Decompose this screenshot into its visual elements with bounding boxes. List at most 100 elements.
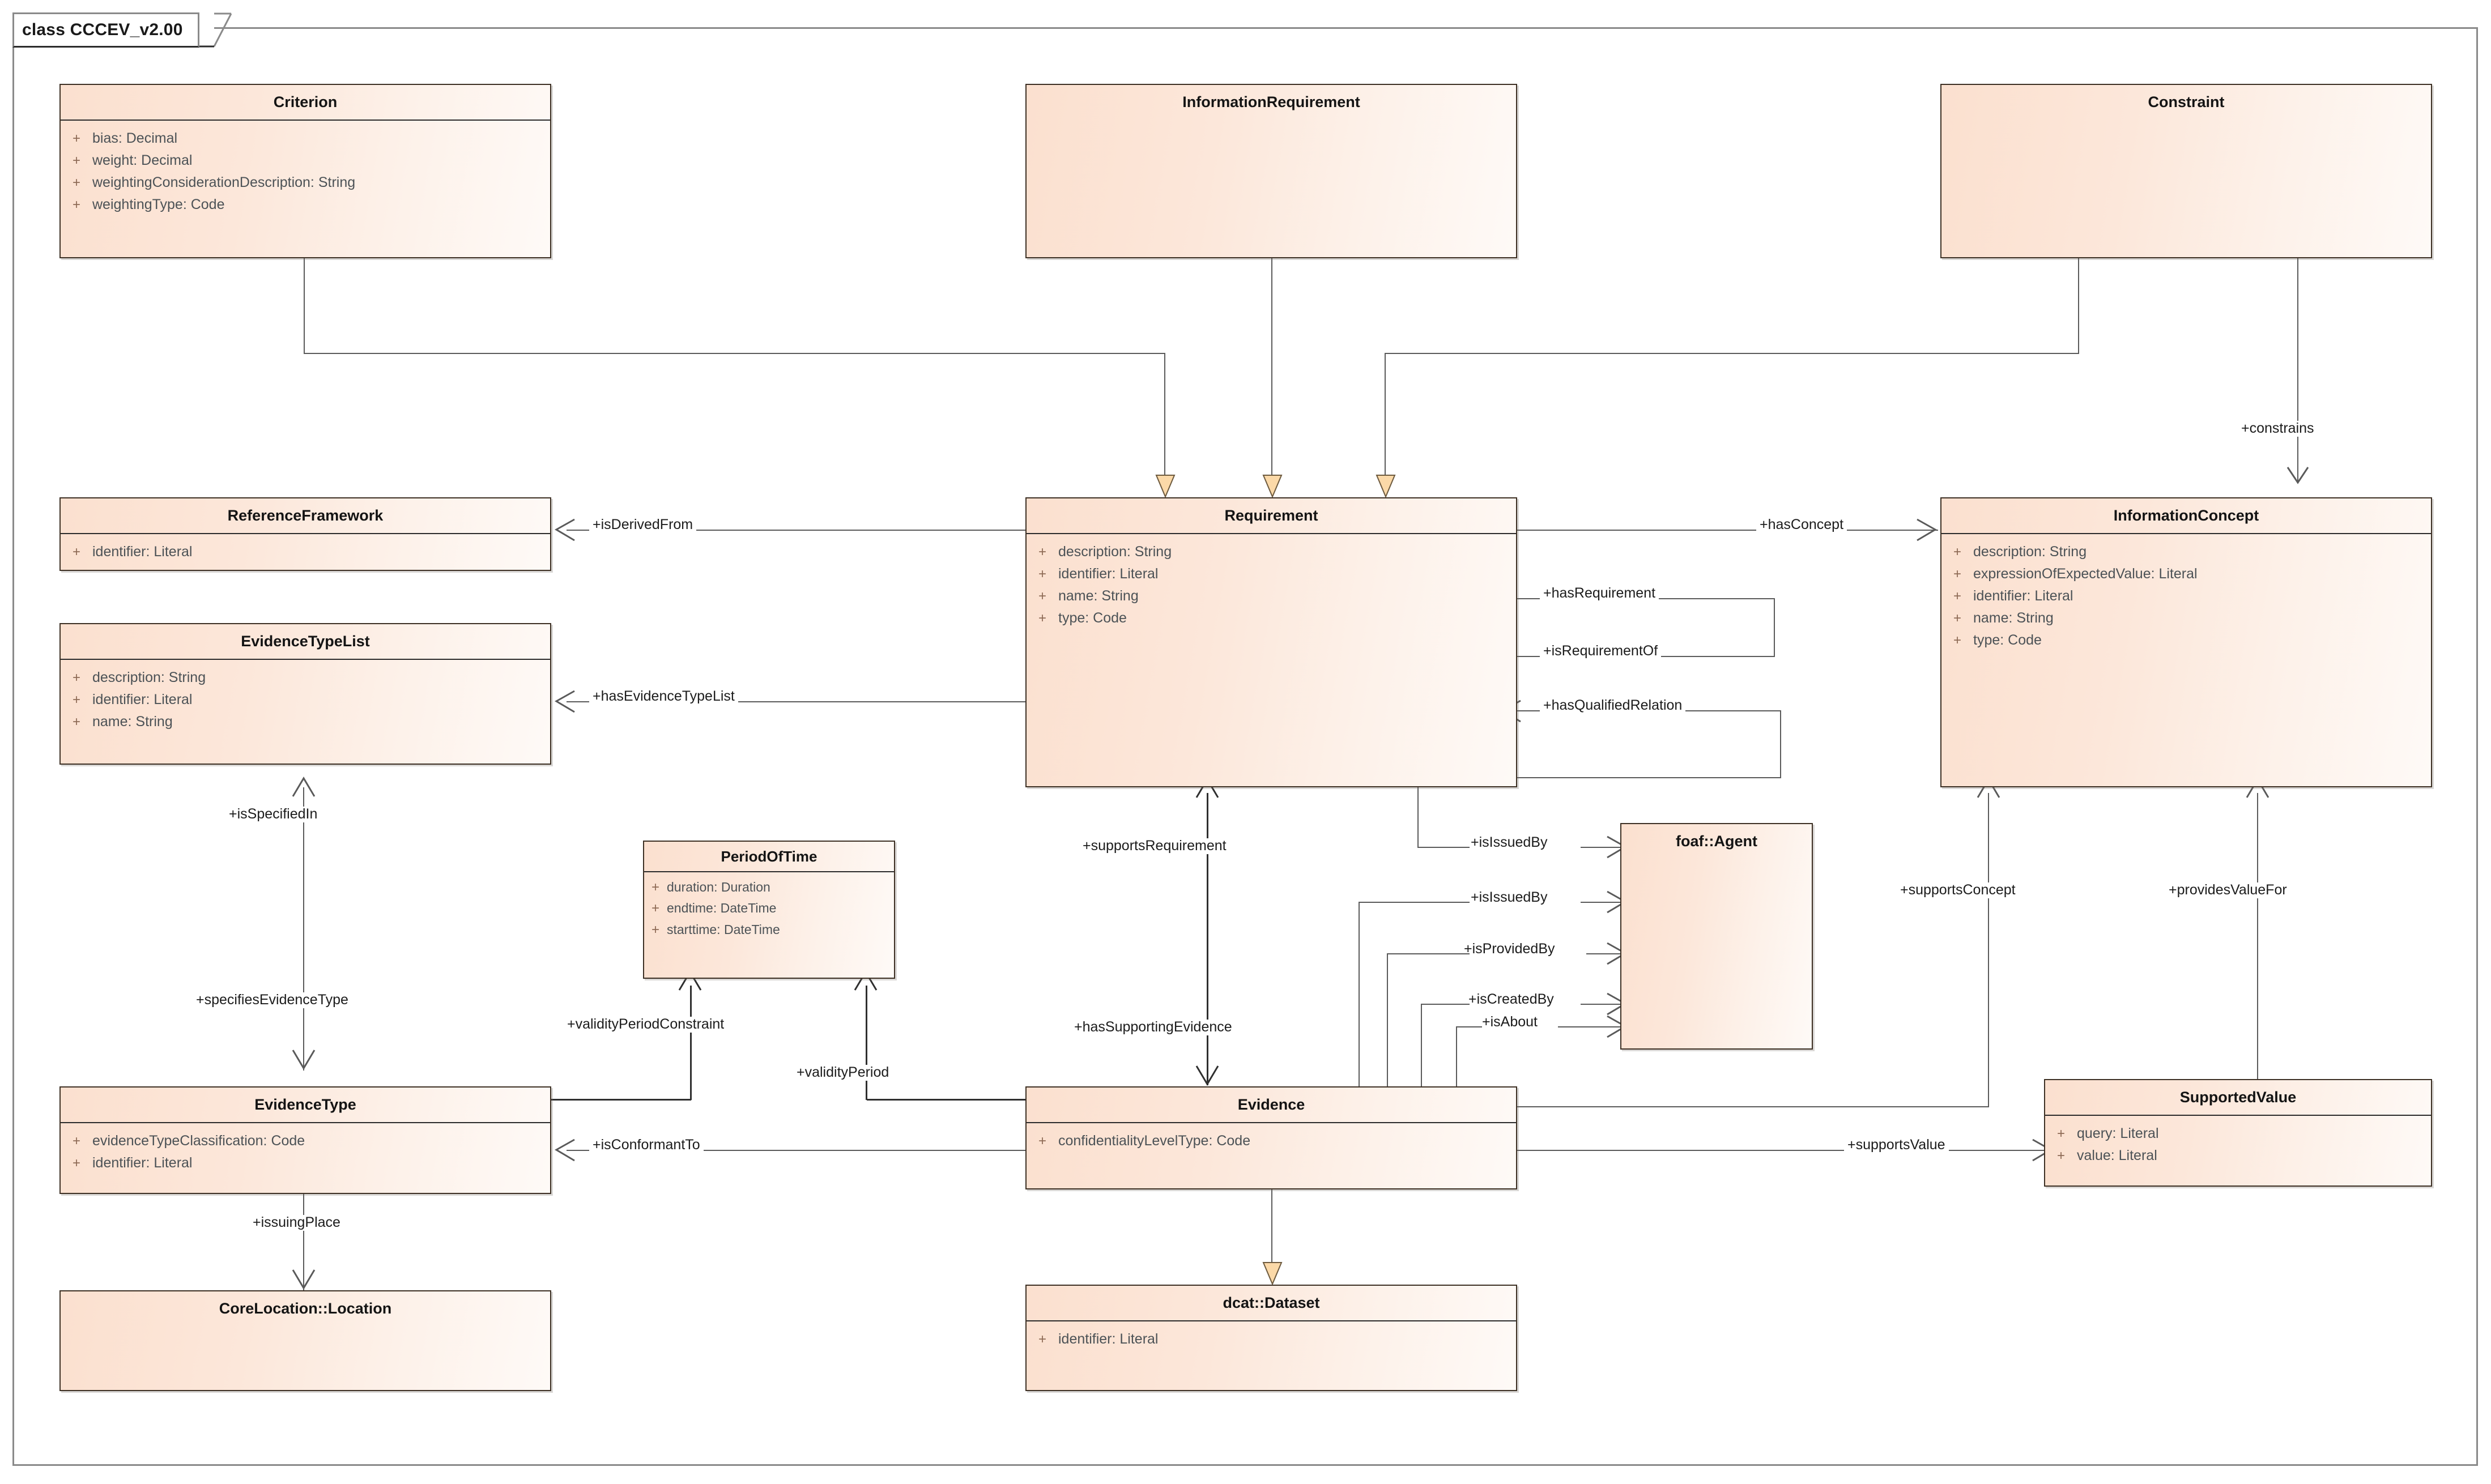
attribute-visibility: + [1953, 588, 1961, 604]
class-box-core-location[interactable]: CoreLocation::Location [59, 1290, 551, 1391]
attribute-row: +description: String [61, 667, 550, 689]
edge-is-provided-by-h2 [1586, 953, 1620, 954]
generalization-arrow-dcat-dataset [1262, 1262, 1283, 1285]
attribute-row: + name: String [61, 711, 550, 733]
class-box-evidence-type[interactable]: EvidenceType +evidenceTypeClassification… [59, 1086, 551, 1194]
attribute-signature: identifier: Literal [92, 1154, 193, 1171]
attribute-visibility: + [1953, 610, 1961, 626]
edge-validity-period-v [866, 986, 867, 1100]
arrowhead-issuing-place [291, 1269, 316, 1290]
arrowhead-constrains [2286, 466, 2310, 485]
class-box-criterion[interactable]: Criterion +bias: Decimal +weight: Decima… [59, 84, 551, 258]
attribute-signature: identifier: Literal [1973, 587, 2073, 604]
class-box-supported-value[interactable]: SupportedValue +query: Literal +value: L… [2044, 1079, 2432, 1187]
arrowhead-is-conformant-to [554, 1138, 576, 1163]
attribute-visibility: + [1038, 544, 1046, 560]
class-box-evidence[interactable]: Evidence +confidentialityLevelType: Code [1025, 1086, 1517, 1189]
class-title-information-requirement: InformationRequirement [1182, 93, 1360, 110]
attribute-signature: identifier: Literal [1058, 1331, 1159, 1347]
edge-is-issued-by-2-h2 [1581, 902, 1620, 903]
attribute-row: +description: String [1941, 541, 2431, 563]
attribute-row: +confidentialityLevelType: Code [1027, 1130, 1516, 1152]
attribute-visibility: + [2056, 1148, 2065, 1163]
edge-is-specified-in [303, 787, 304, 1071]
edge-is-provided-by-v [1387, 953, 1388, 1100]
attribute-signature: weight: Decimal [92, 152, 193, 168]
class-box-requirement[interactable]: Requirement +description: String +identi… [1025, 497, 1517, 787]
class-box-evidence-type-list[interactable]: EvidenceTypeList +description: String +i… [59, 623, 551, 765]
class-title-dcat-dataset: dcat::Dataset [1027, 1286, 1516, 1321]
edge-label-is-provided-by: +isProvidedBy [1464, 941, 1555, 957]
edge-constraint-down [2078, 258, 2079, 354]
edge-label-specifies-evidence-type: +specifiesEvidenceType [193, 992, 352, 1008]
attribute-row: +description: String [1027, 541, 1516, 563]
attribute-visibility: + [72, 197, 80, 212]
edge-supports-concept-v [1988, 793, 1989, 1107]
class-box-foaf-agent[interactable]: foaf::Agent [1620, 823, 1813, 1050]
class-attributes-dcat-dataset: +identifier: Literal [1027, 1321, 1516, 1356]
attribute-visibility: + [1953, 632, 1961, 648]
class-title-period-of-time: PeriodOfTime [644, 842, 894, 872]
arrowhead-specifies-evidence-type [291, 1049, 316, 1071]
edge-provides-value-for [2257, 793, 2258, 1083]
attribute-row: +identifier: Literal [1027, 1328, 1516, 1350]
attribute-row: +identifier: Literal [1027, 563, 1516, 585]
edge-label-validity-period-constraint: +validityPeriodConstraint [564, 1016, 728, 1033]
class-attributes-information-concept: +description: String + expressionOfExpect… [1941, 534, 2431, 657]
attribute-visibility: + [1953, 566, 1961, 582]
class-attributes-period-of-time: +duration: Duration +endtime: DateTime +… [644, 872, 894, 944]
edge-is-created-by-h [1421, 1004, 1470, 1005]
edge-label-is-issued-by-1: +isIssuedBy [1471, 834, 1548, 850]
edge-label-is-derived-from: +isDerivedFrom [589, 517, 697, 533]
attribute-visibility: + [72, 714, 80, 730]
edge-is-conformant-to [567, 1150, 1034, 1151]
edge-label-issuing-place: +issuingPlace [249, 1214, 344, 1231]
attribute-visibility: + [72, 130, 80, 146]
edge-constraint-across [1385, 353, 2079, 354]
class-box-period-of-time[interactable]: PeriodOfTime +duration: Duration +endtim… [643, 841, 895, 979]
edge-label-is-conformant-to: +isConformantTo [589, 1137, 704, 1153]
edge-label-supports-concept: +supportsConcept [1897, 882, 2019, 898]
class-title-information-concept: InformationConcept [1941, 498, 2431, 534]
class-title-constraint: Constraint [2148, 93, 2225, 110]
class-box-information-requirement[interactable]: InformationRequirement [1025, 84, 1517, 258]
attribute-visibility: + [651, 901, 659, 916]
class-title-foaf-agent: foaf::Agent [1676, 833, 1757, 850]
attribute-row: +duration: Duration [644, 877, 894, 898]
attribute-visibility: + [72, 544, 80, 560]
edge-is-issued-by-1-h [1417, 847, 1470, 848]
class-box-information-concept[interactable]: InformationConcept +description: String … [1940, 497, 2432, 787]
class-attributes-evidence-type: +evidenceTypeClassification: Code +ident… [61, 1123, 550, 1180]
class-title-evidence-type-list: EvidenceTypeList [61, 624, 550, 660]
attribute-visibility: + [72, 669, 80, 685]
attribute-row: +identifier: Literal [61, 1152, 550, 1174]
attribute-signature: value: Literal [2077, 1147, 2157, 1163]
edge-label-has-concept: +hasConcept [1756, 517, 1847, 533]
arrowhead-has-evidence-type-list [554, 689, 576, 714]
attribute-row: +bias: Decimal [61, 127, 550, 150]
attribute-row: + expressionOfExpectedValue: Literal [1941, 563, 2431, 585]
attribute-signature: name: String [92, 713, 173, 730]
class-box-reference-framework[interactable]: ReferenceFramework +identifier: Literal [59, 497, 551, 571]
attribute-row: +weight: Decimal [61, 150, 550, 172]
edge-constraint-into-requirement [1385, 353, 1386, 477]
edge-evidence-to-dataset [1271, 1189, 1272, 1273]
edge-has-qualified-relation-elbow [1780, 710, 1781, 778]
class-box-constraint[interactable]: Constraint [1940, 84, 2432, 258]
edge-criterion-down [304, 258, 305, 354]
attribute-signature: name: String [1973, 609, 2054, 626]
edge-label-is-issued-by-2: +isIssuedBy [1471, 889, 1548, 905]
edge-is-created-by-v [1421, 1004, 1422, 1100]
edge-criterion-across [304, 353, 1165, 354]
attribute-row: +endtime: DateTime [644, 898, 894, 919]
attribute-row: +type: Code [1941, 629, 2431, 651]
class-attributes-evidence: +confidentialityLevelType: Code [1027, 1123, 1516, 1158]
edge-validity-period-constraint-h [550, 1099, 691, 1101]
attribute-signature: confidentialityLevelType: Code [1058, 1132, 1251, 1149]
class-box-dcat-dataset[interactable]: dcat::Dataset +identifier: Literal [1025, 1285, 1517, 1391]
edge-is-issued-by-2-h [1359, 902, 1470, 903]
class-title-supported-value: SupportedValue [2045, 1080, 2431, 1116]
edge-is-created-by-h2 [1581, 1004, 1620, 1005]
attribute-signature: expressionOfExpectedValue: Literal [1973, 565, 2198, 582]
